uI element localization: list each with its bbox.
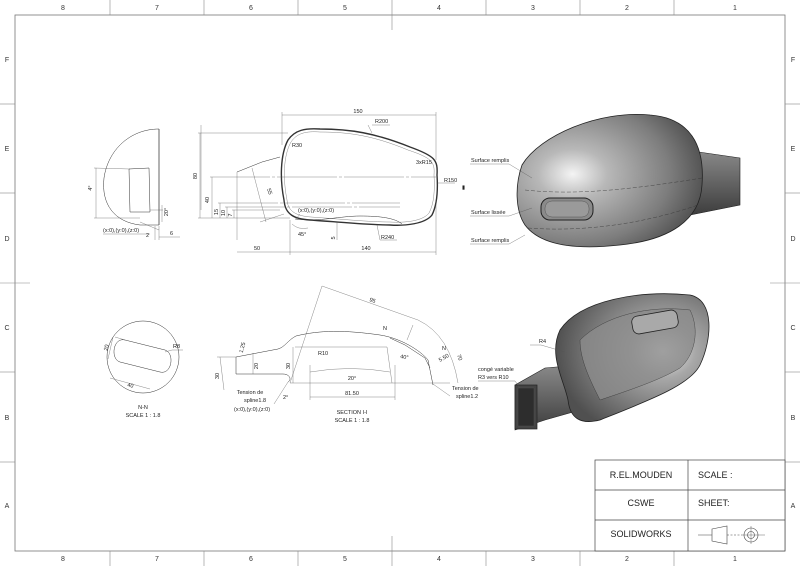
ii-note-tension-right-1: Tension de [452,386,479,392]
side-dim-6: 6 [170,231,173,237]
col-label-7: 7 [155,5,159,12]
col-label-3-bottom: 3 [531,556,535,563]
row-label-b: B [5,415,10,422]
callout-conge-variable-2: R3 vers R10 [478,375,509,381]
col-label-3: 3 [531,5,535,12]
col-label-5: 5 [343,5,347,12]
ii-dim-70: 70 [455,354,463,362]
side-view: 4° 20° (x:0),(y:0),(z:0) 2 6 [88,125,202,240]
ii-dim-81-50: 81.50 [345,391,359,397]
callout-r4: R4 [539,339,546,345]
section-nn-view: 20 40 R8 N-N SCALE 1 : 1.8 [103,320,183,419]
ii-dim-40deg: 40° [400,354,409,361]
row-label-d-right: D [790,236,795,243]
ii-scale: SCALE 1 : 1.8 [335,418,370,424]
dim-r30: R30 [292,143,302,149]
section-arrow-i-right: ▮ [462,185,465,191]
title-org: CSWE [628,498,655,508]
nn-title: N-N [138,405,148,411]
title-block: R.EL.MOUDEN SCALE : CSWE SHEET: SOLIDWOR… [594,459,786,552]
dim-r150: R150 [444,178,457,184]
top-origin-label: (x:0),(y:0),(z:0) [298,208,334,214]
side-dim-2: 2 [146,233,149,239]
col-label-7-bottom: 7 [155,556,159,563]
side-dim-20deg: 20° [164,208,170,216]
ii-dim-20deg: 20° [348,376,356,382]
row-label-a-right: A [791,503,796,510]
dim-50: 50 [254,246,260,252]
dim-55: 55 [265,188,273,196]
callout-surface-remplis-2: Surface remplis [471,238,509,244]
section-ii-view: 81.50 20° R10 95 70 40° 5.50 N N 30 20 1… [215,285,479,424]
dim-3xr15: 3xR15 [416,160,432,166]
row-label-f: F [5,57,9,64]
row-label-c-right: C [790,325,795,332]
nn-dim-r8: R8 [173,344,180,350]
row-label-b-right: B [791,415,796,422]
col-label-5-bottom: 5 [343,556,347,563]
ii-dim-2deg: 2° [283,395,288,401]
side-origin-label: (x:0),(y:0),(z:0) [103,228,139,234]
ii-title: SECTION I-I [337,410,368,416]
title-sheet-label: SHEET: [698,498,730,508]
dim-80: 80 [193,173,199,179]
ii-dim-20: 20 [254,363,260,369]
ii-section-n-2: N [442,346,446,352]
ii-dim-95: 95 [368,297,376,305]
col-label-1: 1 [733,5,737,12]
col-label-2: 2 [625,5,629,12]
ii-dim-r10: R10 [318,351,328,357]
iso-back-view[interactable]: R4 congé variable R3 vers R10 [478,293,710,431]
callout-surface-lissee: Surface lissée [471,210,506,216]
callout-conge-variable-1: congé variable [478,367,514,373]
side-dim-4deg: 4° [88,185,94,190]
col-label-1-bottom: 1 [733,556,737,563]
nn-scale: SCALE 1 : 1.8 [126,413,161,419]
ii-note-origin: (x:0),(y:0),(z:0) [234,407,270,413]
ii-section-n-1: N [383,326,387,332]
dim-5: 5 [331,236,337,239]
row-label-d: D [4,236,9,243]
col-label-4: 4 [437,5,441,12]
col-label-6: 6 [249,5,253,12]
ii-dim-1-25: 1.25 [239,342,248,354]
dim-10: 10 [221,210,227,216]
row-label-c: C [4,325,9,332]
row-label-f-right: F [791,57,795,64]
row-label-a: A [5,503,10,510]
first-angle-projection-icon [698,525,765,545]
dim-150: 150 [353,109,362,115]
ii-dim-30: 30 [286,363,292,369]
col-label-4-bottom: 4 [437,556,441,563]
dim-r240: R240 [381,235,394,241]
ii-dim-30-left: 30 [215,373,221,379]
callout-surface-remplis-1: Surface remplis [471,158,509,164]
ii-note-tension-right-2: spline1.2 [456,394,478,400]
ii-note-tension-left-1: Tension de [237,390,264,396]
nn-dim-20: 20 [103,344,110,351]
col-label-6-bottom: 6 [249,556,253,563]
col-label-8: 8 [61,5,65,12]
ii-note-tension-left-2: spline1.8 [244,398,266,404]
row-label-e: E [5,146,10,153]
dim-40: 40 [205,197,211,203]
title-author: R.EL.MOUDEN [610,470,673,480]
iso-front-view[interactable]: Surface remplis Surface lissée Surface r… [470,113,741,248]
ii-dim-5-50: 5.50 [438,353,450,364]
col-label-2-bottom: 2 [625,556,629,563]
row-label-e-right: E [791,146,796,153]
dim-15: 15 [214,209,220,215]
title-software: SOLIDWORKS [610,529,671,539]
title-scale-label: SCALE : [698,470,733,480]
dim-140: 140 [361,246,370,252]
dim-7: 7 [228,213,234,216]
dim-45deg: 45° [298,232,306,238]
nn-dim-40: 40 [127,382,134,389]
top-view: 150 R200 R30 3xR15 R150 ▮ 80 40 15 10 7 … [193,109,465,255]
dim-r200: R200 [375,119,388,125]
col-label-8-bottom: 8 [61,556,65,563]
